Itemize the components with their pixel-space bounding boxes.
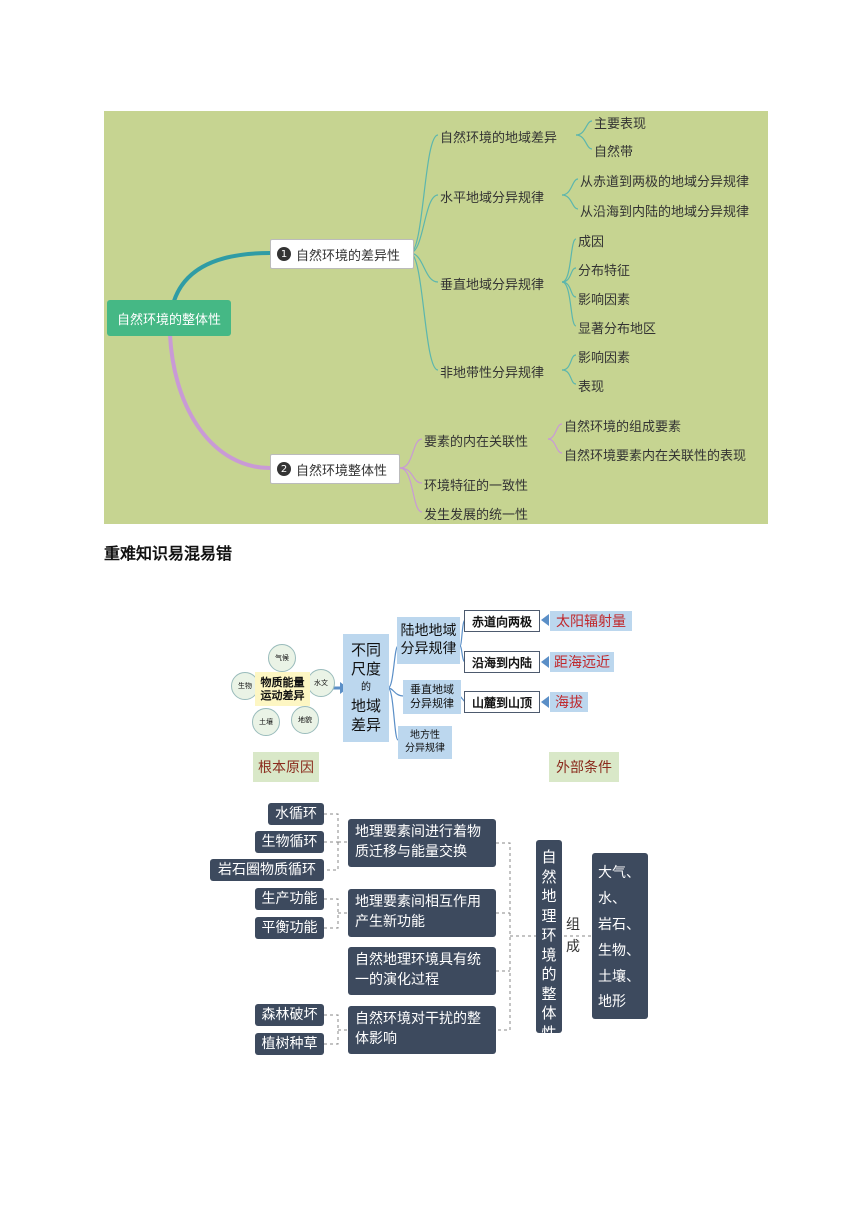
child-label: 自然环境的地域差异 bbox=[440, 131, 558, 146]
center-label: 物质能量 运动差异 bbox=[255, 672, 310, 706]
leaf-label: 主要表现 bbox=[594, 117, 647, 132]
scale-mid: 的 bbox=[361, 681, 371, 693]
relation-evolution: 自然地理环境具有统 一的演化过程 bbox=[348, 947, 496, 995]
leaf-label: 影响因素 bbox=[578, 351, 631, 366]
branch-1-box: 1 自然环境的差异性 bbox=[270, 239, 414, 269]
composition-link: 组 成 bbox=[566, 917, 580, 956]
relation-disturbance: 自然环境对干扰的整 体影响 bbox=[348, 1006, 496, 1054]
scale-bottom: 地域 差异 bbox=[350, 697, 381, 734]
scale-top: 不同 尺度 bbox=[350, 641, 381, 678]
relation-material: 地理要素间进行着物 质迁移与能量交换 bbox=[348, 819, 496, 867]
item-water-cycle: 水循环 bbox=[268, 803, 324, 825]
leaf-label: 从沿海到内陆的地域分异规律 bbox=[580, 205, 750, 220]
branch-2-box: 2 自然环境整体性 bbox=[270, 454, 400, 484]
leaf-label: 自然环境的组成要素 bbox=[564, 420, 682, 435]
circle-landform: 地貌 bbox=[291, 706, 319, 734]
root-cause-label: 根本原因 bbox=[253, 752, 319, 782]
leaf-label: 显著分布地区 bbox=[578, 322, 657, 337]
rule-coast-inland: 沿海到内陆 bbox=[464, 651, 540, 673]
child-label: 垂直地域分异规律 bbox=[440, 278, 545, 293]
components-box: 大气、 水、 岩石、 生物、 土壤、 地形 bbox=[592, 853, 648, 1019]
leaf-label: 成因 bbox=[578, 235, 605, 250]
leaf-label: 表现 bbox=[578, 380, 605, 395]
local-rule-box: 地方性 分异规律 bbox=[398, 726, 452, 759]
leaf-label: 从赤道到两极的地域分异规律 bbox=[580, 175, 750, 190]
main-concept: 自然地理环境的整体性 bbox=[536, 840, 562, 1042]
item-planting: 植树种草 bbox=[255, 1033, 324, 1055]
number-badge: 1 bbox=[277, 247, 291, 261]
relation-function: 地理要素间相互作用 产生新功能 bbox=[348, 889, 496, 937]
child-label: 发生发展的统一性 bbox=[424, 508, 529, 523]
leaf-label: 自然环境要素内在关联性的表现 bbox=[564, 449, 747, 464]
item-rock-cycle: 岩石圈物质循环 bbox=[210, 859, 324, 881]
circle-hydrology: 水文 bbox=[307, 669, 335, 697]
vertical-rule-box: 垂直地域 分异规律 bbox=[403, 680, 461, 714]
rule-equator-poles: 赤道向两极 bbox=[464, 610, 540, 632]
section-heading: 重难知识易混易错 bbox=[104, 544, 233, 563]
item-deforestation: 森林破坏 bbox=[255, 1004, 324, 1026]
leaf-label: 分布特征 bbox=[578, 264, 631, 279]
child-label: 要素的内在关联性 bbox=[424, 435, 529, 450]
child-label: 水平地域分异规律 bbox=[440, 191, 545, 206]
rule-foot-summit: 山麓到山顶 bbox=[464, 691, 540, 713]
mindmap-root: 自然环境的整体性 bbox=[107, 300, 231, 336]
leaf-label: 自然带 bbox=[594, 145, 634, 160]
factor-distance: 距海远近 bbox=[550, 652, 614, 672]
item-balance: 平衡功能 bbox=[255, 917, 324, 939]
land-rule-box: 陆地地域 分异规律 bbox=[397, 617, 460, 664]
external-label: 外部条件 bbox=[549, 752, 619, 782]
mindmap-panel: 自然环境的整体性 1 自然环境的差异性 2 自然环境整体性 自然环境的地域差异 … bbox=[104, 111, 768, 524]
item-production: 生产功能 bbox=[255, 888, 324, 910]
child-label: 非地带性分异规律 bbox=[440, 366, 545, 381]
branch-1-label: 自然环境的差异性 bbox=[296, 248, 401, 264]
item-bio-cycle: 生物循环 bbox=[255, 831, 324, 853]
leaf-label: 影响因素 bbox=[578, 293, 631, 308]
circle-soil: 土壤 bbox=[252, 708, 280, 736]
circle-climate: 气候 bbox=[268, 644, 296, 672]
scale-block: 不同 尺度 的 地域 差异 bbox=[343, 634, 389, 742]
factor-solar: 太阳辐射量 bbox=[550, 611, 632, 631]
number-badge: 2 bbox=[277, 462, 291, 476]
factor-altitude: 海拔 bbox=[550, 692, 588, 712]
branch-2-label: 自然环境整体性 bbox=[296, 463, 388, 479]
mindmap-connectors bbox=[168, 120, 593, 513]
child-label: 环境特征的一致性 bbox=[424, 479, 529, 494]
